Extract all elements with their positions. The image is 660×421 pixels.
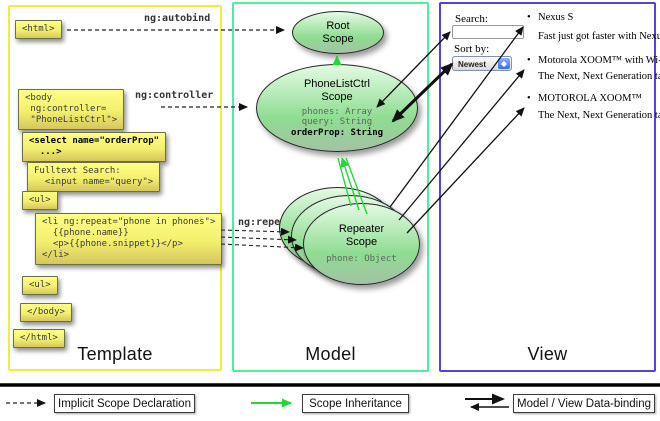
bullet-icon: • — [527, 93, 531, 104]
phonelistctrl-scope-ellipse: PhoneListCtrl Scope phones: Array query:… — [256, 64, 418, 152]
code-body-open: <body ng:controller= "PhoneListCtrl"> — [18, 89, 125, 130]
code-fulltext-search: Fulltext Search: <input name="query"> — [27, 162, 161, 192]
bullet-icon: • — [527, 55, 531, 66]
list-item-desc: Fast just got faster with Nexus S. — [538, 31, 660, 42]
ng-autobind-label: ng:autobind — [144, 13, 211, 24]
legend-data-binding-label: Model / View Data-binding — [513, 394, 655, 413]
code-html-open: <html> — [15, 20, 62, 39]
list-item-desc: The Next, Next Generation tablet. — [538, 110, 660, 121]
code-body-close: </body> — [20, 303, 72, 322]
sort-by-label: Sort by: — [454, 43, 490, 55]
root-scope-ellipse: Root Scope — [292, 11, 384, 54]
sort-select[interactable]: Newest — [452, 56, 512, 71]
code-ul-close: <ul> — [22, 276, 58, 295]
ng-repeat-label: ng:repeat — [238, 217, 293, 228]
list-item-title: •Nexus S — [527, 12, 574, 23]
prop-query: query: String — [301, 117, 373, 128]
code-select: <select name="orderProp" ...> — [22, 132, 167, 162]
template-column-label: Template — [77, 344, 153, 364]
legend-implicit-scope-label: Implicit Scope Declaration — [54, 394, 195, 413]
prop-orderprop: orderProp: String — [290, 127, 384, 138]
bullet-icon: • — [527, 12, 531, 23]
code-html-close: </html> — [13, 329, 65, 348]
code-ul-open: <ul> — [22, 191, 58, 210]
root-scope-title: Root Scope — [322, 19, 354, 45]
ng-controller-label: ng:controller — [135, 90, 214, 101]
view-column-label: View — [527, 344, 568, 364]
list-item-desc: The Next, Next Generation tablet. — [538, 71, 660, 82]
prop-phones: phones: Array — [301, 106, 373, 117]
legend-scope-inheritance-label: Scope Inheritance — [302, 394, 409, 413]
list-item-title: •MOTOROLA XOOM™ — [527, 93, 642, 104]
model-column-label: Model — [305, 344, 356, 364]
search-label: Search: — [455, 13, 488, 25]
select-stepper-icon — [498, 58, 510, 69]
sort-select-value: Newest — [458, 60, 487, 69]
search-input[interactable] — [452, 25, 524, 39]
code-li-repeat: <li ng:repeat="phone in phones"> {{phone… — [35, 213, 223, 265]
phonelistctrl-scope-title: PhoneListCtrl Scope — [303, 77, 371, 103]
repeater-scope-title: Repeater Scope — [338, 223, 385, 249]
repeater-scope-ellipse: Repeater Scope phone: Object — [303, 203, 420, 285]
list-item-title: •Motorola XOOM™ with Wi-Fi — [527, 55, 660, 66]
prop-phone: phone: Object — [326, 254, 397, 265]
